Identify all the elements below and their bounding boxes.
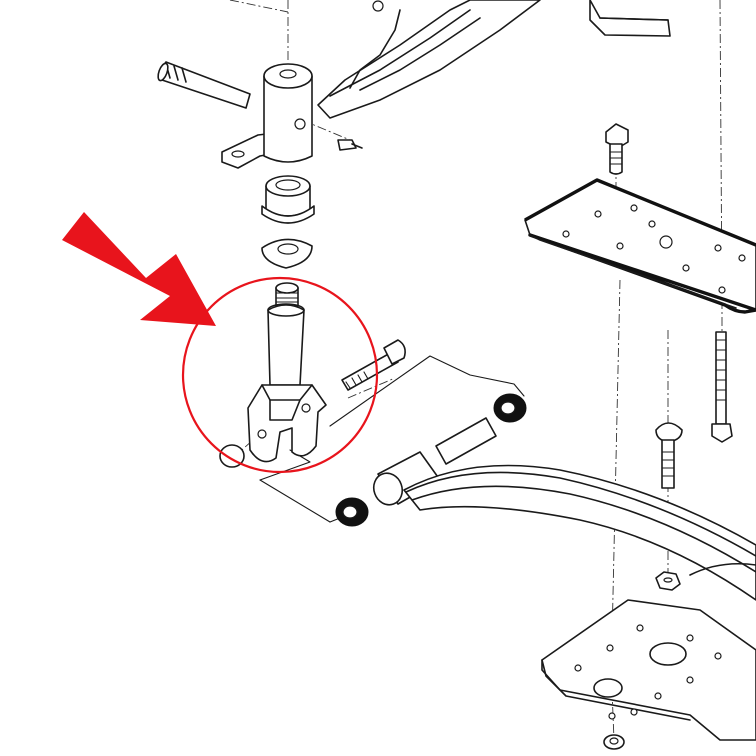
leaf-bushing-right <box>493 393 527 423</box>
bottom-washer <box>603 734 625 750</box>
leaf-bushing-left <box>335 497 369 527</box>
upper-spring-plate <box>524 178 756 314</box>
red-arrow-indicator <box>62 212 216 326</box>
yoke-bolt <box>341 339 406 391</box>
plate-bolt-top <box>605 123 629 175</box>
spindle-part <box>219 282 327 468</box>
carriage-bolt <box>655 422 683 489</box>
thrust-washer <box>261 238 313 269</box>
leaf-sleeve <box>372 417 497 506</box>
leaf-spring <box>403 464 756 601</box>
frame-rail <box>689 562 756 576</box>
upper-frame-assembly <box>157 0 671 169</box>
hex-nut <box>655 571 681 591</box>
highlight-circle <box>181 276 379 474</box>
lower-spring-plate <box>541 599 756 741</box>
long-bolt <box>711 331 733 443</box>
bushing <box>261 175 315 224</box>
